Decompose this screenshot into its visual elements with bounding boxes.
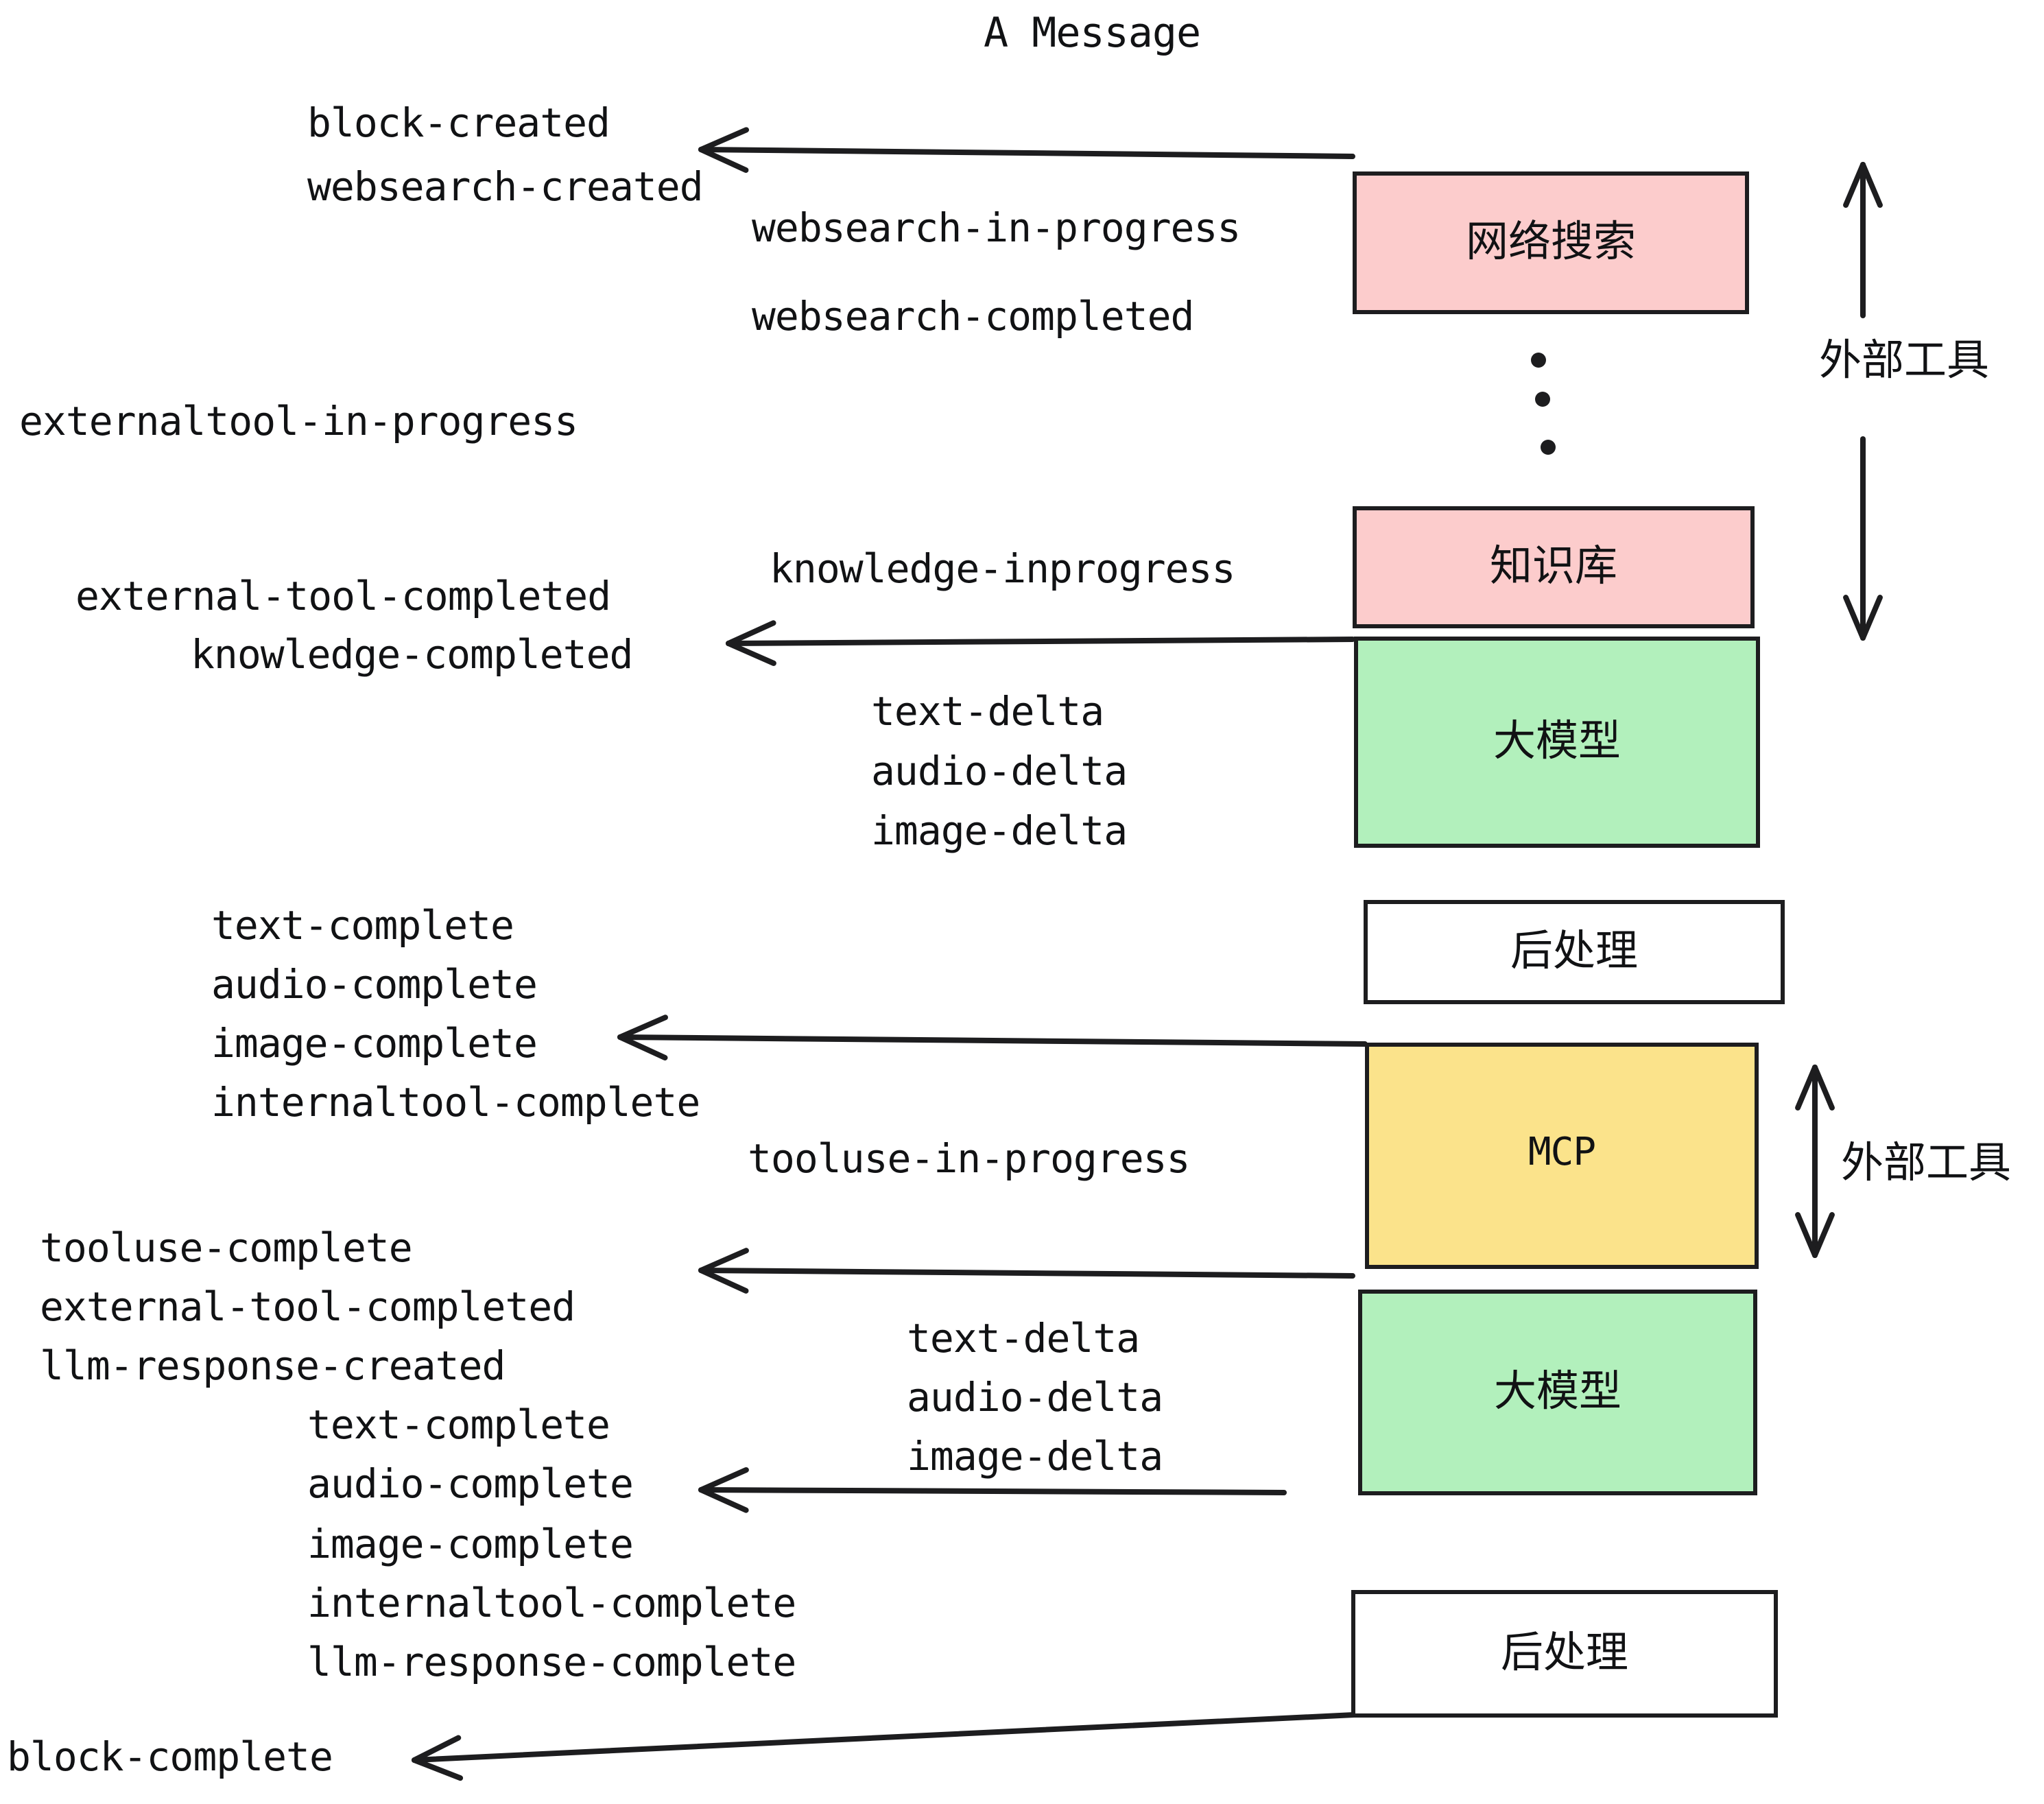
node-label-knowledge: 知识库: [1489, 541, 1617, 591]
event-label-external-tool-completed-2: external-tool-completed: [40, 1283, 575, 1330]
event-label-text-delta-2: text-delta: [907, 1315, 1140, 1362]
event-label-websearch-created: websearch-created: [307, 163, 704, 210]
event-label-internaltool-complete-2: internaltool-complete: [307, 1580, 796, 1626]
node-label-llm-1: 大模型: [1493, 715, 1621, 765]
event-label-block-complete: block-complete: [7, 1733, 333, 1780]
event-label-tooluse-in-progress: tooluse-in-progress: [748, 1135, 1190, 1182]
node-box-post-1: [1364, 900, 1785, 1004]
bracket-arrows-group: [1795, 162, 1883, 1258]
ellipsis-dot-3: [1541, 440, 1556, 455]
node-box-websearch: [1353, 171, 1749, 314]
audio-complete-arrow: [698, 1467, 1287, 1513]
node-box-mcp: [1365, 1043, 1759, 1269]
event-label-text-complete-1: text-complete: [211, 902, 514, 949]
event-label-tooluse-complete: tooluse-complete: [40, 1224, 413, 1271]
event-label-audio-complete-1: audio-complete: [211, 961, 538, 1008]
event-label-llm-response-complete: llm-response-complete: [307, 1639, 796, 1685]
event-label-websearch-completed: websearch-completed: [752, 293, 1194, 340]
event-label-image-delta-1: image-delta: [871, 807, 1128, 854]
event-label-internaltool-complete-1: internaltool-complete: [211, 1079, 700, 1126]
node-label-post-2: 后处理: [1500, 1627, 1628, 1677]
external-tools-top-up: [1843, 162, 1883, 318]
event-label-audio-complete-2: audio-complete: [307, 1460, 634, 1507]
flow-arrows-group: [412, 127, 1368, 1781]
event-label-text-complete-2: text-complete: [307, 1401, 610, 1448]
side-label-external-tools-bottom: 外部工具: [1841, 1137, 2012, 1187]
event-label-image-delta-2: image-delta: [907, 1433, 1163, 1480]
event-label-audio-delta-2: audio-delta: [907, 1374, 1163, 1421]
node-box-llm-1: [1354, 637, 1760, 848]
external-tools-bottom-down: [1795, 1156, 1835, 1258]
block-created-arrow: [698, 127, 1355, 174]
external-tools-bottom-up: [1795, 1065, 1835, 1162]
node-box-post-2: [1351, 1590, 1778, 1718]
knowledge-completed-arrow: [726, 620, 1355, 666]
node-box-knowledge: [1353, 506, 1755, 628]
node-label-post-1: 后处理: [1510, 925, 1638, 975]
event-label-audio-delta-1: audio-delta: [871, 748, 1128, 794]
node-label-mcp: MCP: [1528, 1130, 1596, 1174]
event-label-text-delta-1: text-delta: [871, 688, 1104, 735]
event-label-websearch-in-progress: websearch-in-progress: [752, 204, 1241, 251]
ellipsis-dot-2: [1535, 392, 1550, 407]
block-complete-arrow: [412, 1712, 1357, 1781]
external-tools-top-down: [1843, 436, 1883, 641]
tooluse-complete-arrow: [698, 1248, 1355, 1294]
node-box-llm-2: [1358, 1290, 1757, 1495]
event-label-block-created: block-created: [307, 99, 610, 146]
ellipsis-dot-1: [1531, 353, 1546, 368]
event-label-llm-response-created: llm-response-created: [40, 1342, 506, 1389]
side-label-external-tools-top: 外部工具: [1819, 335, 1990, 385]
node-label-websearch: 网络搜索: [1465, 216, 1636, 266]
event-label-knowledge-completed: knowledge-completed: [191, 631, 633, 678]
event-label-knowledge-inprogress: knowledge-inprogress: [770, 545, 1235, 592]
image-complete-arrow: [617, 1014, 1368, 1060]
event-label-externaltool-in-progress: externaltool-in-progress: [19, 398, 578, 444]
event-label-external-tool-completed-1: external-tool-completed: [75, 573, 611, 619]
page-title: A Message: [984, 9, 1201, 57]
event-label-image-complete-2: image-complete: [307, 1521, 634, 1567]
event-label-image-complete-1: image-complete: [211, 1020, 538, 1067]
node-label-llm-2: 大模型: [1493, 1366, 1621, 1416]
